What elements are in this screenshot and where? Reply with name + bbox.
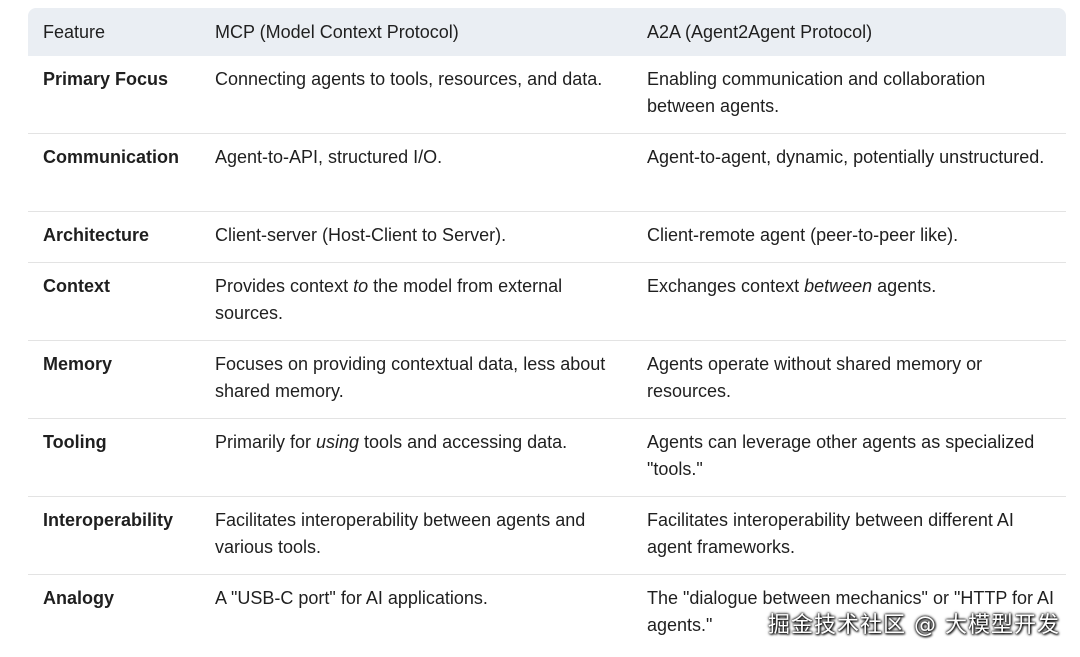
a2a-emphasis: between: [804, 276, 873, 296]
feature-cell: Interoperability: [28, 496, 200, 575]
a2a-text: Agents operate without shared memory or …: [647, 354, 983, 401]
mcp-text-tail: tools and accessing data.: [359, 432, 568, 452]
mcp-cell: Provides context to the model from exter…: [200, 262, 632, 341]
header-mcp: MCP (Model Context Protocol): [215, 21, 459, 42]
table-row: Tooling Primarily for using tools and ac…: [28, 418, 1066, 497]
mcp-cell: Facilitates interoperability between age…: [200, 496, 632, 575]
feature-cell: Communication: [28, 133, 200, 212]
feature-cell: Architecture: [28, 211, 200, 263]
a2a-cell: Exchanges context between agents.: [632, 262, 1066, 341]
header-row: Feature MCP (Model Context Protocol) A2A…: [28, 8, 1066, 56]
mcp-text: Provides context: [215, 276, 354, 296]
mcp-text-tail: the model from external sources.: [215, 276, 563, 323]
a2a-text: Exchanges context: [647, 276, 805, 296]
table-row: Context Provides context to the model fr…: [28, 262, 1066, 341]
table-body: Primary Focus Connecting agents to tools…: [28, 56, 1066, 652]
table-row: Architecture Client-server (Host-Client …: [28, 211, 1066, 263]
a2a-cell: Agents can leverage other agents as spec…: [632, 418, 1066, 497]
a2a-cell: Facilitates interoperability between dif…: [632, 496, 1066, 575]
mcp-cell: Agent-to-API, structured I/O.: [200, 133, 632, 212]
comparison-table: Feature MCP (Model Context Protocol) A2A…: [28, 8, 1066, 652]
table-header: Feature MCP (Model Context Protocol) A2A…: [28, 8, 1066, 56]
a2a-cell: Agent-to-agent, dynamic, potentially uns…: [632, 133, 1066, 212]
a2a-text: The "dialogue between mechanics" or "HTT…: [647, 588, 1055, 635]
watermark: 掘金技术社区 @ 大模型开发: [768, 613, 1060, 638]
mcp-emphasis: using: [316, 432, 360, 452]
a2a-text: Facilitates interoperability between dif…: [647, 510, 1014, 557]
table-row: Analogy A "USB-C port" for AI applicatio…: [28, 575, 1066, 653]
mcp-cell: A "USB-C port" for AI applications.: [200, 575, 632, 653]
mcp-emphasis: to: [353, 276, 369, 296]
table-row: Communication Agent-to-API, structured I…: [28, 133, 1066, 212]
mcp-text: Agent-to-API, structured I/O.: [215, 147, 443, 167]
a2a-text-tail: agents.: [872, 276, 937, 296]
header-feature: Feature: [43, 21, 106, 42]
a2a-text: Client-remote agent (peer-to-peer like).: [647, 225, 959, 245]
mcp-text: Connecting agents to tools, resources, a…: [215, 69, 603, 89]
feature-cell: Analogy: [43, 588, 115, 608]
comparison-table-container: Feature MCP (Model Context Protocol) A2A…: [28, 8, 1066, 652]
a2a-cell: Enabling communication and collaboration…: [632, 56, 1066, 134]
a2a-cell: Client-remote agent (peer-to-peer like).: [632, 211, 1066, 263]
a2a-cell: Agents operate without shared memory or …: [632, 340, 1066, 419]
mcp-text: A "USB-C port" for AI applications.: [215, 588, 488, 608]
table-row: Primary Focus Connecting agents to tools…: [28, 56, 1066, 134]
mcp-text: Facilitates interoperability between age…: [215, 510, 586, 557]
mcp-cell: Client-server (Host-Client to Server).: [200, 211, 632, 263]
a2a-text: Agent-to-agent, dynamic, potentially uns…: [647, 147, 1045, 167]
table-row: Interoperability Facilitates interoperab…: [28, 496, 1066, 575]
feature-cell: Primary Focus: [28, 56, 200, 134]
mcp-text: Focuses on providing contextual data, le…: [215, 354, 606, 401]
mcp-text: Client-server (Host-Client to Server).: [215, 225, 507, 245]
header-a2a: A2A (Agent2Agent Protocol): [647, 21, 873, 42]
mcp-cell: Primarily for using tools and accessing …: [200, 418, 632, 497]
table-row: Memory Focuses on providing contextual d…: [28, 340, 1066, 419]
a2a-cell: The "dialogue between mechanics" or "HTT…: [632, 575, 1066, 653]
feature-cell: Tooling: [28, 418, 200, 497]
a2a-text: Agents can leverage other agents as spec…: [647, 432, 1035, 479]
mcp-text: Primarily for: [215, 432, 317, 452]
mcp-cell: Focuses on providing contextual data, le…: [200, 340, 632, 419]
a2a-text: Enabling communication and collaboration…: [647, 69, 986, 116]
feature-cell: Memory: [28, 340, 200, 419]
feature-cell: Context: [28, 262, 200, 341]
mcp-cell: Connecting agents to tools, resources, a…: [200, 56, 632, 134]
